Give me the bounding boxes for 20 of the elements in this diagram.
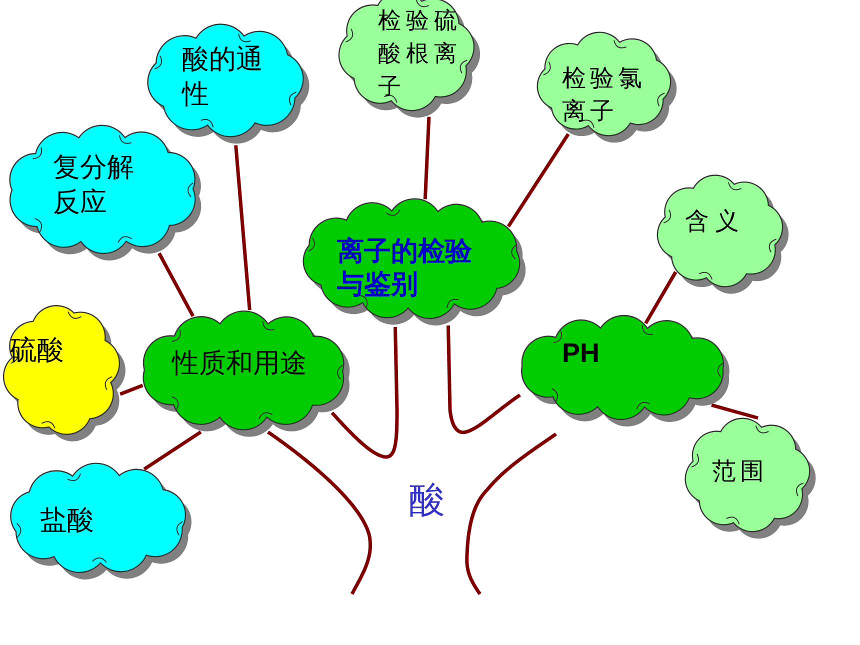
connector-line — [423, 116, 431, 200]
connector-line — [143, 430, 202, 471]
topic-label: 检验氯离子 — [562, 65, 647, 127]
connector-line — [120, 384, 144, 396]
topic-label: 性质和用途 — [172, 347, 308, 380]
trunk-label: 酸 — [409, 479, 446, 522]
topic-label: 复分解反应 — [53, 151, 135, 219]
topic-label: 含义 — [685, 208, 746, 237]
topic-label: 硫酸 — [10, 334, 65, 367]
topic-label: PH — [562, 337, 601, 370]
connector-line — [711, 403, 758, 420]
topic-label: 盐酸 — [40, 504, 95, 537]
connector-line — [158, 252, 195, 318]
topic-label: 酸的通性 — [182, 43, 264, 111]
connector-line — [234, 145, 252, 310]
connector-line — [506, 133, 570, 228]
topic-label: 离子的检验与鉴别 — [337, 235, 473, 301]
topic-label: 范围 — [712, 458, 769, 487]
connector-line — [644, 271, 678, 324]
topic-label: 检验硫酸根离子 — [378, 7, 463, 101]
